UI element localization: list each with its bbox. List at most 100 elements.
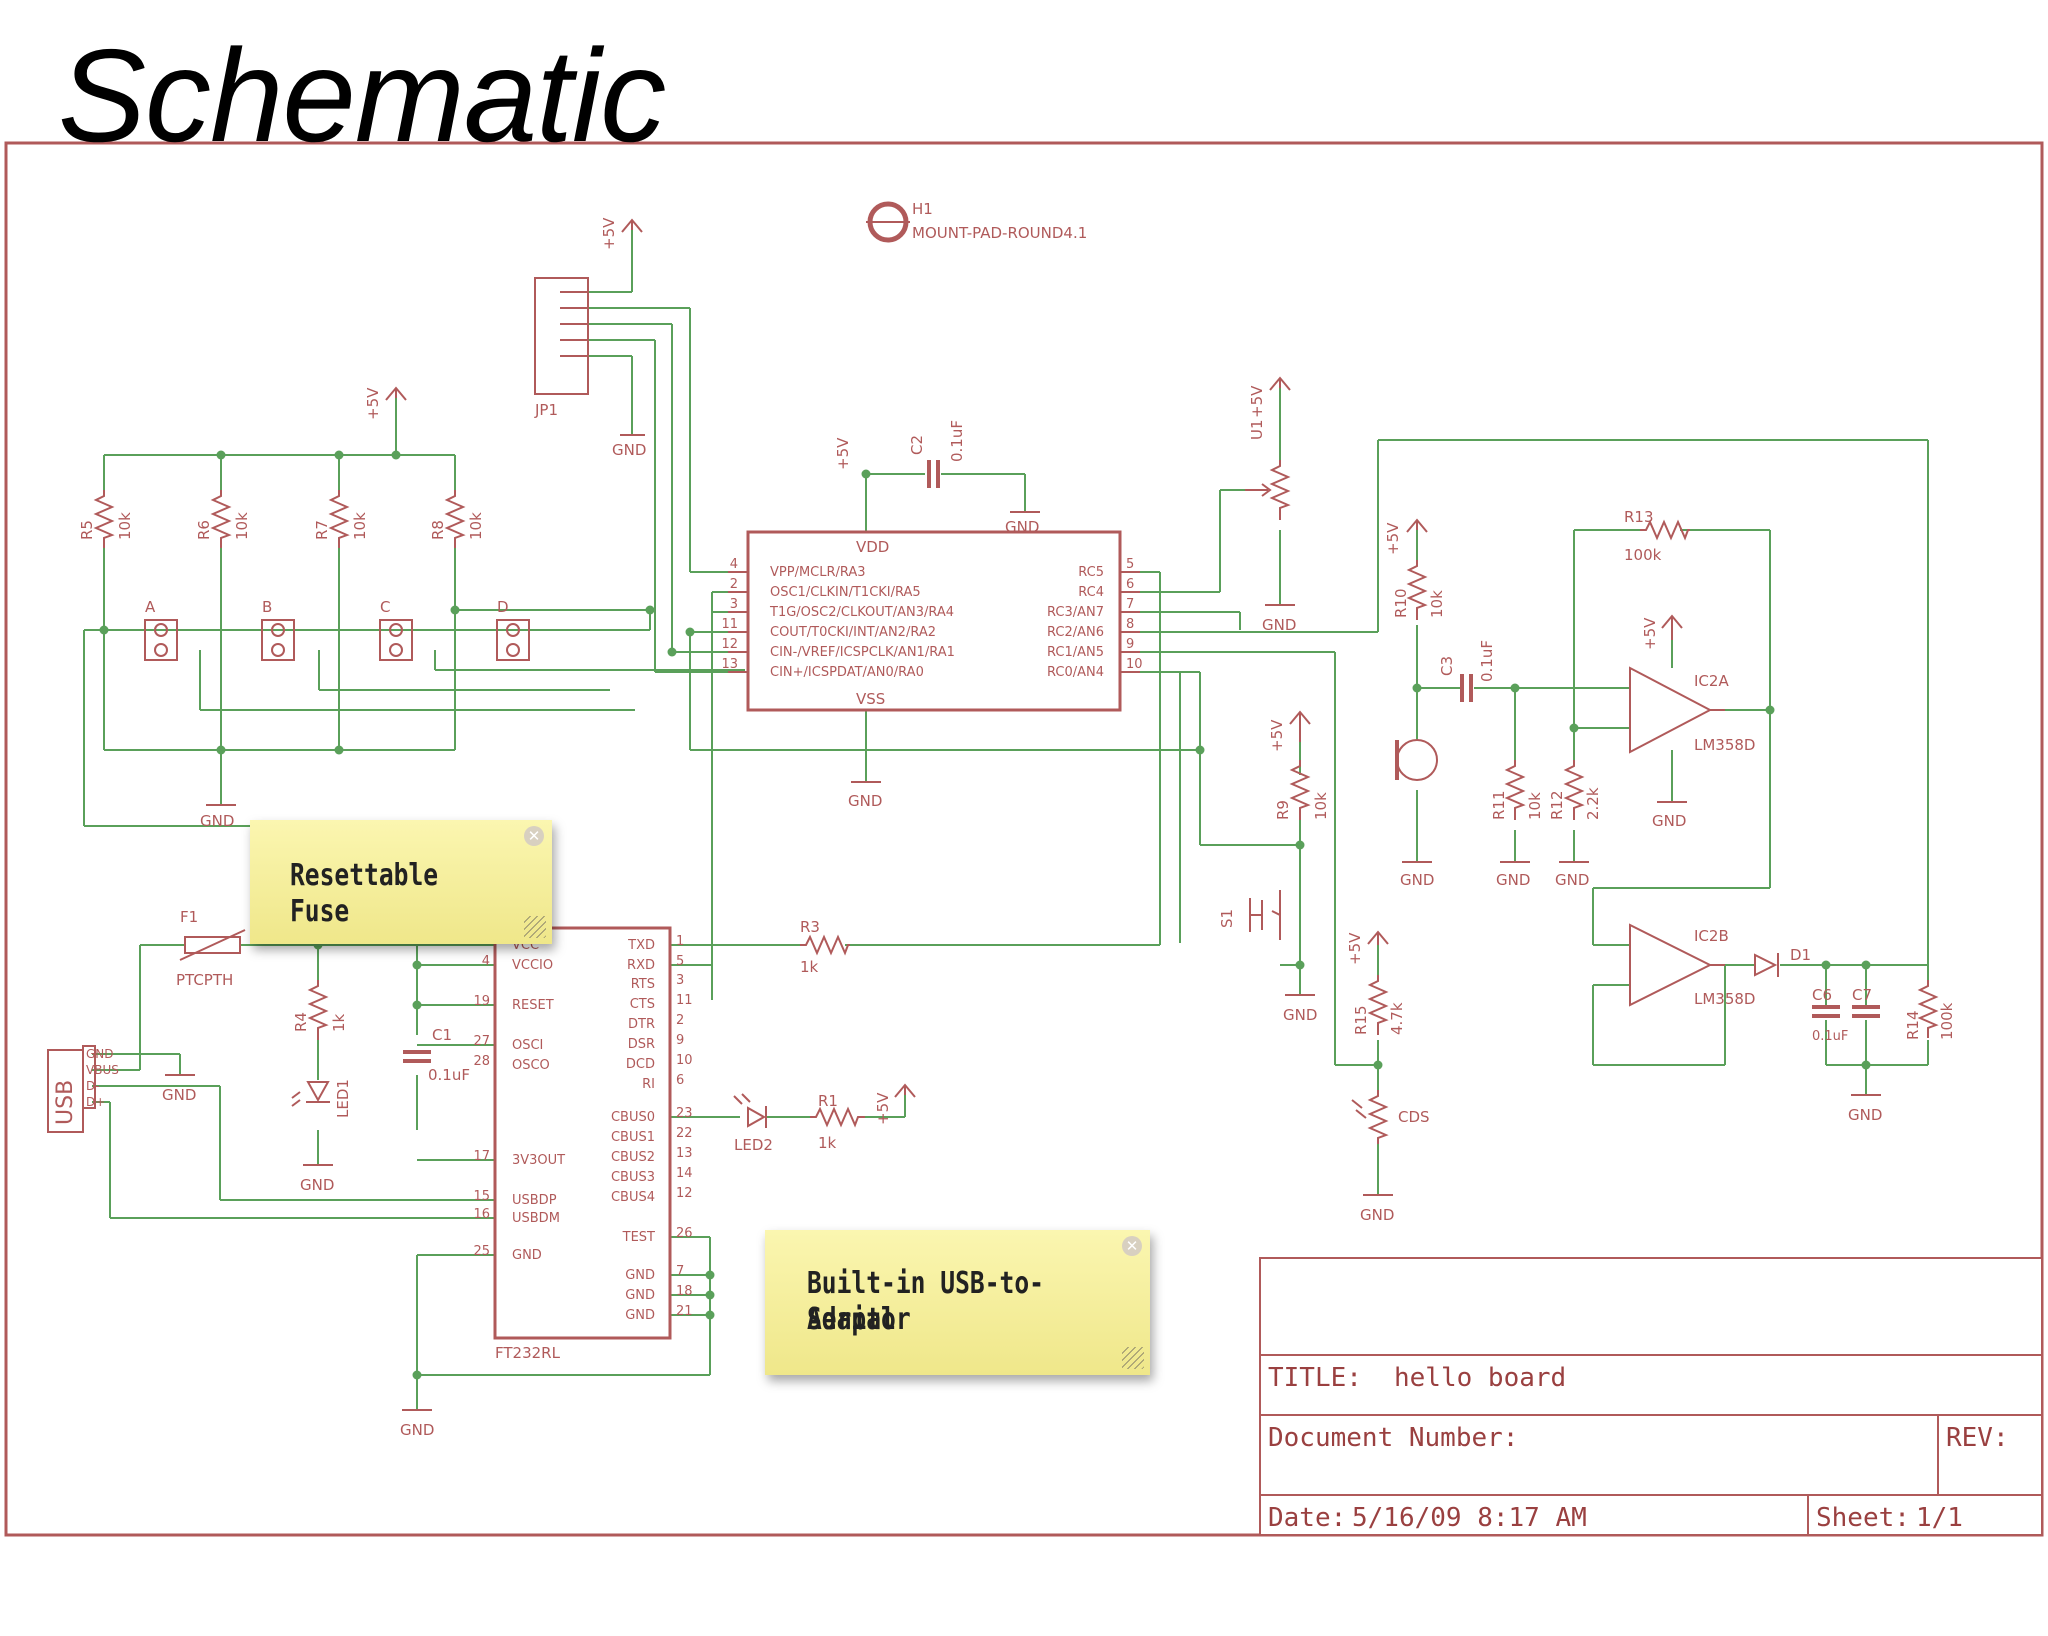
- resistor-r5: [93, 490, 115, 548]
- label-gnd: GND: [300, 1176, 334, 1194]
- jp1-pins: [560, 291, 588, 357]
- pic-pin-stubs: [728, 571, 1140, 673]
- pic-pin-label: RC3/AN7: [1047, 605, 1104, 620]
- pic-pin-number: 7: [1126, 597, 1134, 612]
- resistor-r13: [1640, 519, 1690, 541]
- ft232-pin-number: 16: [473, 1207, 490, 1222]
- gnd-symbols: [165, 434, 1881, 1411]
- button-d: [496, 619, 530, 661]
- label-c3: C3: [1438, 656, 1456, 676]
- label-gnd: GND: [200, 812, 234, 830]
- ft232-pin-number: 27: [473, 1034, 490, 1049]
- label-5v: +5V: [1248, 385, 1266, 418]
- resistor-r8: [444, 490, 466, 548]
- label-c3-value: 0.1uF: [1478, 640, 1496, 682]
- label-h1: H1: [912, 200, 933, 218]
- ft232-pin-label: CBUS4: [611, 1190, 655, 1205]
- rev-label: REV:: [1946, 1423, 2009, 1453]
- vcc-arrow: [1406, 518, 1428, 533]
- label-gnd: GND: [1555, 871, 1589, 889]
- switch-s1: [1249, 890, 1281, 940]
- ft232-pin-number: 7: [676, 1264, 684, 1279]
- label-5v: +5V: [874, 1092, 892, 1125]
- ft232-pin-number: 19: [473, 994, 490, 1009]
- label-r10: R10: [1392, 588, 1410, 618]
- ft232-pin-label: GND: [625, 1268, 655, 1283]
- ft232-pin-number: 28: [473, 1054, 490, 1069]
- label-r4-value: 1k: [330, 1013, 348, 1032]
- title-block: TITLE: hello board Document Number: REV:…: [1259, 1257, 2043, 1536]
- ft232-pin-number: 17: [473, 1149, 490, 1164]
- label-r6-value: 10k: [233, 512, 251, 540]
- ft232-pin-number: 9: [676, 1033, 684, 1048]
- pic-pin-number: 11: [721, 617, 738, 632]
- ft232-pin-number: 13: [676, 1146, 693, 1161]
- ft232-pin-label: CBUS0: [611, 1110, 655, 1125]
- label-gnd: GND: [848, 792, 882, 810]
- label-r10-value: 10k: [1428, 590, 1446, 618]
- vcc-arrow: [1269, 376, 1291, 391]
- pic-pin-label: RC2/AN6: [1047, 625, 1104, 640]
- title-label: TITLE:: [1268, 1363, 1362, 1393]
- label-r15-value: 4.7k: [1388, 1002, 1406, 1035]
- resize-grip-icon[interactable]: [1122, 1347, 1144, 1369]
- ft232-pin-number: 14: [676, 1166, 693, 1181]
- ft232-pin-label: DTR: [628, 1017, 655, 1032]
- resistor-r14: [1917, 980, 1939, 1038]
- pic-pin-number: 6: [1126, 577, 1134, 592]
- pic-pin-number: 3: [730, 597, 738, 612]
- label-r1: R1: [818, 1092, 838, 1110]
- sticky-note-usb-serial[interactable]: Built-in USB-to-Serial Adaptor ✕: [765, 1230, 1150, 1375]
- label-r15: R15: [1352, 1005, 1370, 1035]
- label-r1-value: 1k: [818, 1134, 837, 1152]
- resistor-r12: [1563, 760, 1585, 820]
- pic-pin-label: RC5: [1078, 565, 1104, 580]
- sticky-note-fuse[interactable]: Resettable Fuse ✕: [250, 820, 552, 944]
- close-icon[interactable]: ✕: [524, 826, 544, 846]
- label-r13-value: 100k: [1624, 546, 1662, 564]
- pic-pin-label: T1G/OSC2/CLKOUT/AN3/RA4: [769, 605, 954, 620]
- label-c2: C2: [908, 435, 926, 455]
- close-icon[interactable]: ✕: [1122, 1236, 1142, 1256]
- label-r12: R12: [1548, 790, 1566, 820]
- label-gnd: GND: [1848, 1106, 1882, 1124]
- ft232-pin-label: 3V3OUT: [512, 1153, 565, 1168]
- label-usb-vbus: VBUS: [86, 1063, 119, 1077]
- label-gnd: GND: [1496, 871, 1530, 889]
- ft232-pin-number: 26: [676, 1226, 693, 1241]
- button-c: [379, 619, 413, 661]
- resize-grip-icon[interactable]: [524, 916, 546, 938]
- ft232-pin-number: 5: [676, 954, 684, 969]
- ft232-pin-label: DSR: [628, 1037, 655, 1052]
- resistor-r11: [1504, 760, 1526, 820]
- resistor-r4: [307, 980, 329, 1040]
- ft232-pin-label: CBUS2: [611, 1150, 655, 1165]
- ft232-pin-label: GND: [625, 1308, 655, 1323]
- label-r8: R8: [429, 520, 447, 540]
- label-r7-value: 10k: [351, 512, 369, 540]
- label-5v: +5V: [1346, 932, 1364, 965]
- diode-d1: [1754, 953, 1779, 977]
- label-ic2b-value: LM358D: [1694, 990, 1755, 1008]
- ft232-pin-label: GND: [512, 1248, 542, 1263]
- label-r11: R11: [1490, 790, 1508, 820]
- sheet-label: Sheet:: [1816, 1503, 1910, 1533]
- ft232-pin-number: 3: [676, 973, 684, 988]
- ft232-pin-number: 2: [676, 1013, 684, 1028]
- label-r12-value: 2.2k: [1584, 787, 1602, 820]
- vcc-arrow: [1661, 614, 1683, 640]
- pic-pin-number: 4: [730, 557, 738, 572]
- label-gnd: GND: [400, 1421, 434, 1439]
- label-r7: R7: [313, 520, 331, 540]
- label-button-c: C: [380, 598, 390, 616]
- resistor-r7: [328, 490, 350, 548]
- label-usb-gnd: GND: [86, 1047, 114, 1061]
- resistor-r10: [1406, 560, 1428, 620]
- pic-pin-label: COUT/T0CKI/INT/AN2/RA2: [770, 625, 936, 640]
- label-ptcpth: PTCPTH: [176, 971, 233, 989]
- label-gnd: GND: [1262, 616, 1296, 634]
- label-r11-value: 10k: [1526, 792, 1544, 820]
- ft232-pin-label: DCD: [626, 1057, 655, 1072]
- label-r3-value: 1k: [800, 958, 819, 976]
- label-5v: +5V: [600, 217, 618, 250]
